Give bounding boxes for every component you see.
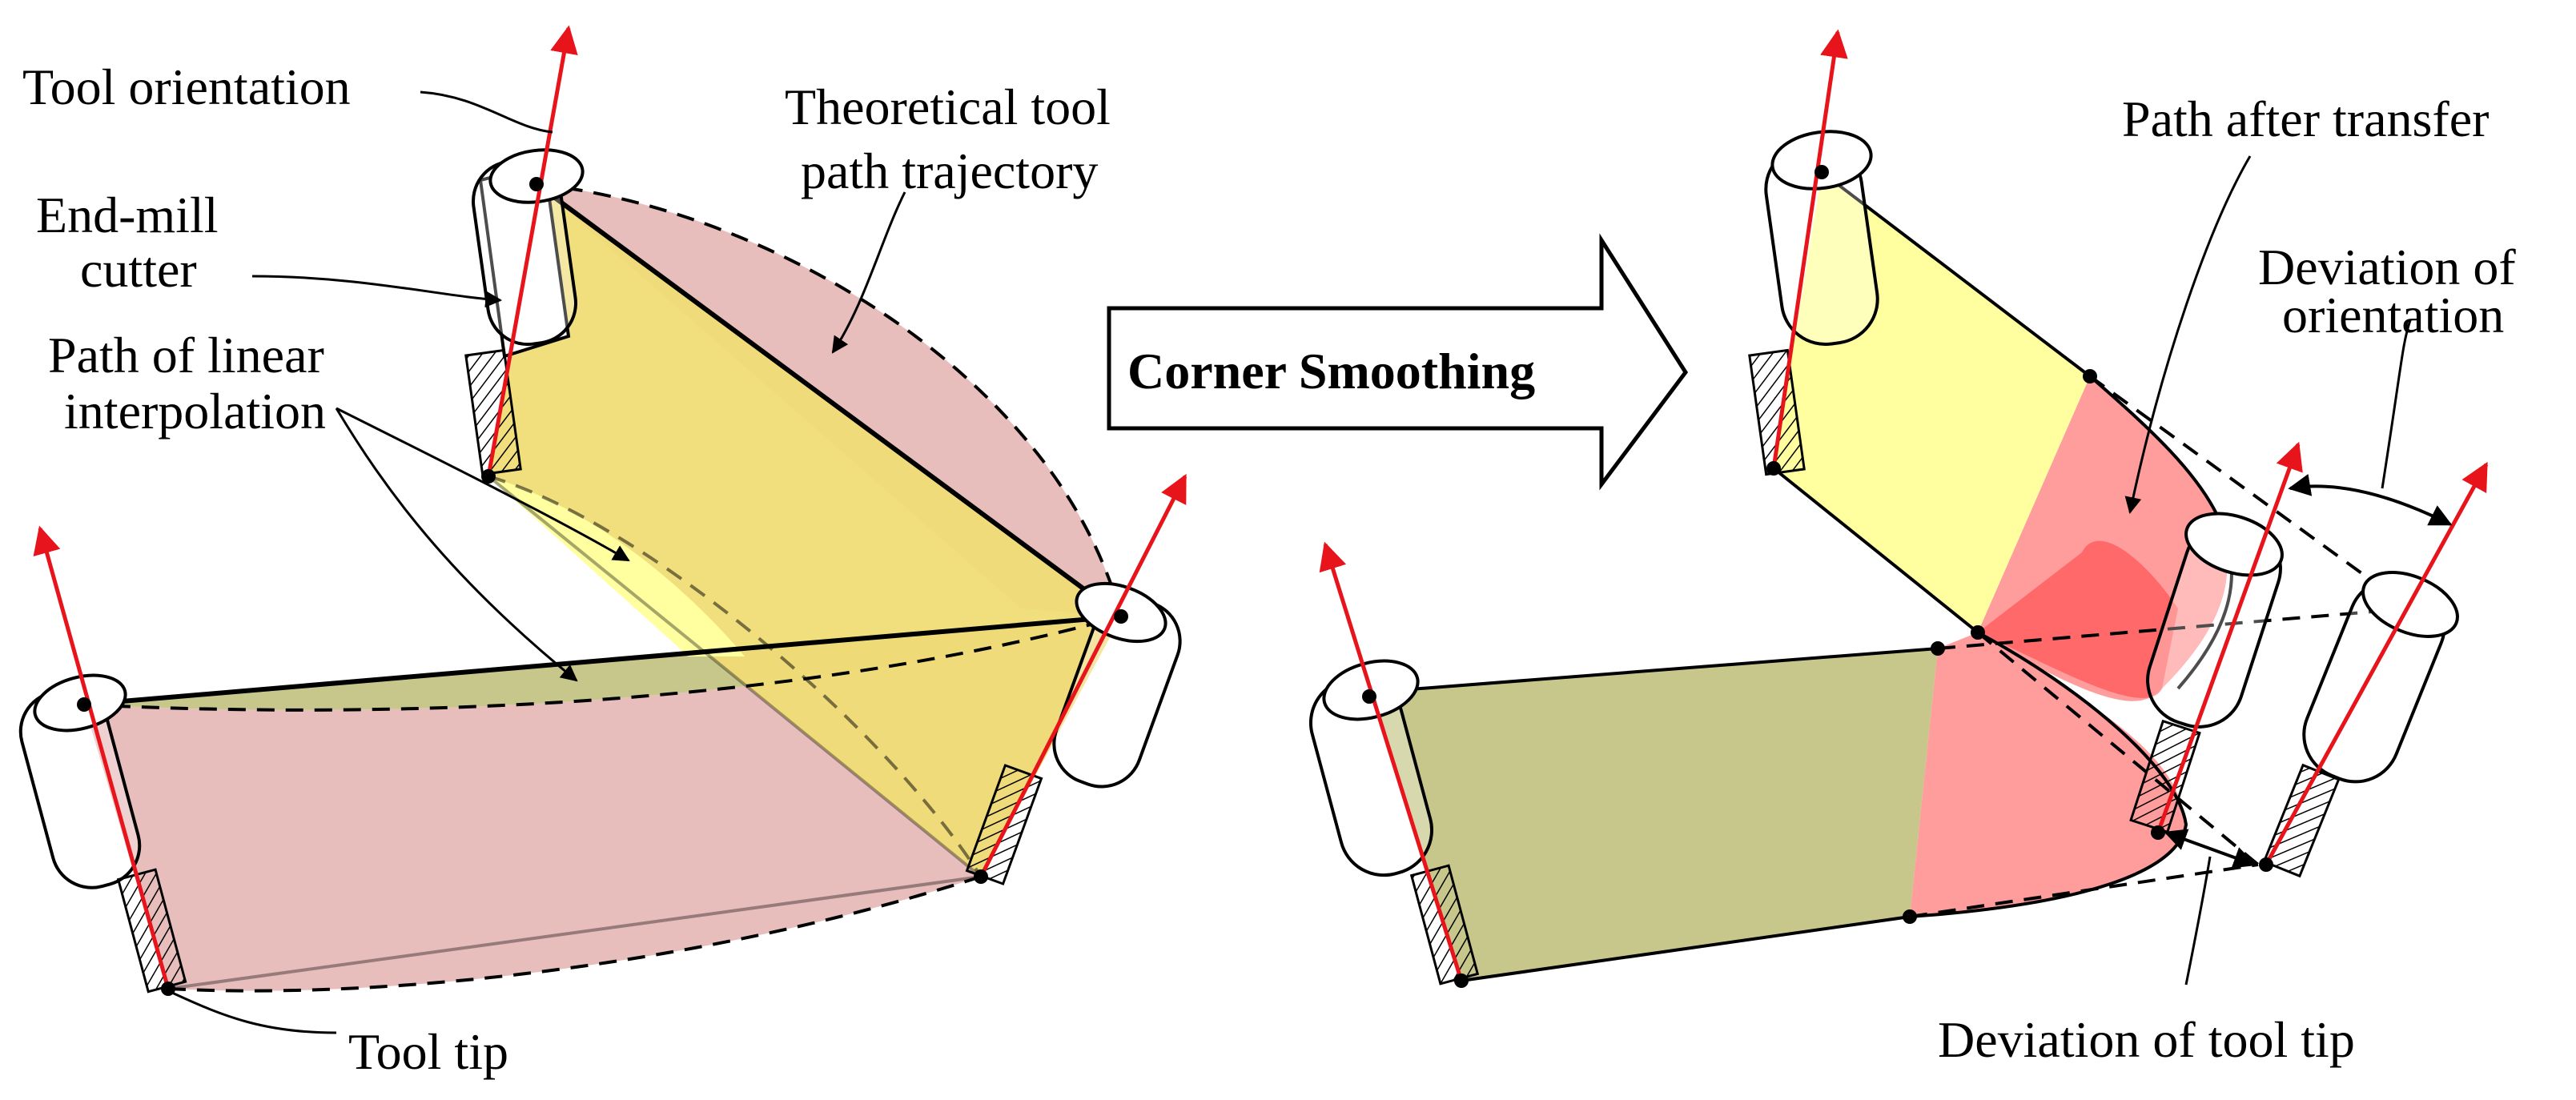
- tool-orientation-axis-r-left: [1319, 541, 1464, 982]
- r-point-2: [1766, 461, 1781, 476]
- original-path-top: [2088, 375, 2412, 610]
- leader-linear-b: [335, 407, 578, 682]
- r-point-9: [2151, 825, 2165, 840]
- right-panel: Path after transfer Deviation of orienta…: [1308, 29, 2516, 1068]
- theoretical-arc-inner: [488, 475, 983, 878]
- label-dev-orientation-2: orientation: [2282, 287, 2504, 343]
- end-mill-cutter-r-theoretical: [2262, 571, 2459, 878]
- label-theoretical-1: Theoretical tool: [785, 78, 1111, 135]
- corner-smoothing-arrow: Corner Smoothing: [1107, 233, 1689, 491]
- point-right-top: [1114, 609, 1128, 624]
- label-theoretical-2: path trajectory: [801, 143, 1098, 199]
- r-point-6: [1903, 909, 1917, 924]
- label-corner-smoothing: Corner Smoothing: [1127, 343, 1535, 399]
- smoothed-corner-dark: [1978, 540, 2178, 698]
- label-linear-2: interpolation: [64, 383, 326, 440]
- leader-deviation-tool-tip: [2184, 856, 2212, 986]
- point-left-tip: [161, 982, 175, 996]
- leader-deviation-orientation: [2381, 319, 2412, 489]
- original-path-mid: [1937, 607, 2411, 650]
- smoothed-corner-face-lower: [1910, 632, 2186, 917]
- original-path-inner: [1976, 631, 2260, 866]
- point-left-top: [77, 697, 91, 712]
- smoothed-curve-tip: [1909, 631, 2188, 918]
- label-endmill-1: End-mill: [36, 187, 219, 243]
- tool-orientation-axis-r-upper: [1771, 29, 1848, 469]
- tool-orientation-axis-right: [979, 473, 1188, 878]
- label-linear-1: Path of linear: [48, 327, 324, 383]
- linear-face-upper: [488, 184, 1121, 877]
- point-upper-top: [529, 177, 544, 191]
- r-point-4: [1971, 625, 1985, 640]
- linear-chord-tip: [487, 475, 983, 878]
- label-path-after-transfer: Path after transfer: [2122, 90, 2489, 147]
- theoretical-arc-mid: [83, 615, 1122, 712]
- linear-chord-tip-lower: [167, 875, 982, 990]
- label-dev-tool-tip: Deviation of tool tip: [1938, 1011, 2355, 1068]
- r-point-3: [2083, 369, 2097, 383]
- tool-orientation-axis-r-actual: [2156, 441, 2303, 833]
- point-upper-tip: [481, 469, 496, 484]
- original-path-tip: [1909, 863, 2259, 918]
- left-panel: Tool orientation End-mill cutter Theoret…: [18, 25, 1188, 1080]
- label-dev-orientation-1: Deviation of: [2258, 239, 2516, 295]
- transfer-edge-2: [1772, 467, 1979, 634]
- r-point-5: [1931, 641, 1945, 656]
- transferred-face-upper: [1774, 172, 2090, 632]
- big-arrow-shape: [1107, 233, 1689, 491]
- linear-chord-bottom: [83, 614, 1122, 707]
- theoretical-arc-top: [536, 183, 1123, 617]
- label-tool-orientation: Tool orientation: [22, 58, 351, 115]
- deviation-tool-tip-arrow: [2164, 829, 2257, 869]
- leader-path-after-transfer: [2124, 155, 2252, 515]
- linear-face-inner: [488, 476, 745, 656]
- r-point-1: [1814, 165, 1829, 179]
- leader-endmill: [251, 275, 503, 308]
- transferred-face-lower: [1369, 648, 1938, 981]
- leader-theoretical: [831, 191, 906, 354]
- leader-tool-orientation: [420, 90, 553, 134]
- end-mill-cutter-r-upper: [1748, 130, 1879, 476]
- label-tool-tip: Tool tip: [348, 1023, 508, 1080]
- linear-chord-top: [535, 182, 1123, 619]
- label-endmill-2: cutter: [80, 241, 197, 298]
- transfer-edge-4: [1461, 915, 1911, 982]
- point-right-tip: [974, 869, 988, 884]
- leader-linear-a: [336, 407, 630, 562]
- leader-tool-tip: [171, 991, 337, 1034]
- tool-orientation-axis-left: [33, 525, 171, 990]
- r-point-8: [1454, 974, 1469, 988]
- r-point-10: [2259, 857, 2273, 872]
- transfer-edge-3: [1368, 647, 1939, 694]
- theoretical-arc-tip: [167, 875, 982, 993]
- r-point-7: [1362, 689, 1376, 704]
- tool-orientation-axis-r-theoretical: [2264, 461, 2489, 866]
- tool-orientation-axis-upper: [486, 25, 578, 477]
- deviation-orientation-arc: [2288, 474, 2453, 526]
